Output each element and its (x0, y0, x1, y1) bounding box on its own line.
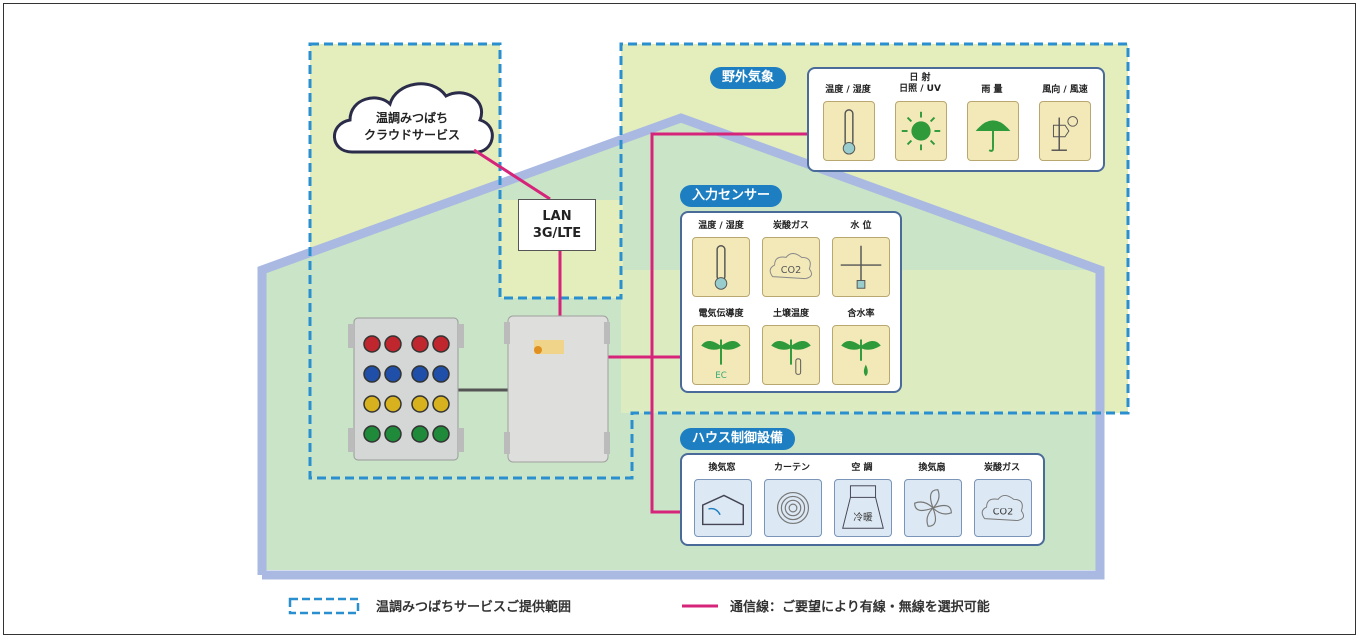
control-panel (348, 317, 464, 461)
co2-text: CO2 (781, 265, 801, 276)
co2-cloud-icon: CO2 (762, 237, 820, 297)
comm-lines (473, 132, 810, 514)
fan-icon (904, 479, 962, 537)
umbrella-icon (967, 101, 1019, 161)
outdoor-item-label-2: 日照 / UV (899, 84, 941, 94)
legend-dashed-swatch (288, 597, 360, 615)
house-item-ac: 空 調 (830, 463, 894, 474)
thermometer-icon (823, 101, 875, 161)
sensor-item-label: 水 位 (850, 221, 872, 231)
air-conditioner-icon: 冷暖 (834, 479, 892, 537)
cloud-shape (333, 82, 494, 154)
house-control-box: 換気窓 カーテン 空 調 換気扇 炭酸ガス 冷暖 CO2 (680, 453, 1045, 546)
house-item-label: 換気扇 (918, 463, 946, 473)
indicator-lamps (363, 335, 450, 443)
ec-text: EC (715, 371, 727, 381)
sensor-item-temp: 温度 / 湿度 (688, 221, 754, 232)
plant-soil-temp-icon (762, 325, 820, 385)
sensor-item-ec: 電気伝導度 (688, 309, 754, 320)
outdoor-item-wind: 風向 / 風速 (1033, 85, 1097, 96)
indicator-lamp (363, 395, 381, 413)
sensor-item-co2: 炭酸ガス (758, 221, 824, 232)
indicator-lamp (432, 365, 450, 383)
indicator-lamp (411, 425, 429, 443)
sensor-item-moisture: 含水率 (828, 309, 894, 320)
indicator-lamp (432, 335, 450, 353)
input-sensors-title: 入力センサー (680, 185, 783, 207)
outdoor-item-label: 風向 / 風速 (1042, 85, 1088, 95)
indicator-lamp (384, 365, 402, 383)
outdoor-item-label: 温度 / 湿度 (825, 85, 871, 95)
sensor-item-water-level: 水 位 (828, 221, 894, 232)
indicator-lamp (411, 335, 429, 353)
thermometer-icon (692, 237, 750, 297)
sensor-item-soil-temp: 土壌温度 (758, 309, 824, 320)
sun-icon (895, 101, 947, 161)
house-outline (257, 113, 1105, 580)
outdoor-weather-box: 温度 / 湿度 日 射 日照 / UV 雨 量 風向 / 風速 (807, 67, 1105, 172)
co2-cloud-icon: CO2 (974, 479, 1032, 537)
sensor-item-label: 含水率 (847, 309, 875, 319)
outdoor-item-temp: 温度 / 湿度 (817, 85, 879, 96)
indicator-lamp (432, 425, 450, 443)
legend-line-swatch (682, 604, 718, 608)
house-item-fan: 換気扇 (900, 463, 964, 474)
indicator-lamp (411, 395, 429, 413)
vent-window-icon (694, 479, 752, 537)
lan-box: LAN 3G/LTE (518, 199, 596, 251)
input-sensors-box: 温度 / 湿度 炭酸ガス 水 位 電気伝導度 土壌温度 含水率 CO2 EC (680, 211, 902, 393)
cloud-label-line2: クラウドサービス (363, 128, 460, 142)
indicator-lamp (363, 425, 381, 443)
outdoor-weather-title: 野外気象 (710, 67, 787, 89)
curtain-spiral-icon (764, 479, 822, 537)
indicator-lamp (384, 335, 402, 353)
house-item-label: カーテン (773, 463, 810, 473)
legend-comm-line: 通信線：ご要望により有線・無線を選択可能 (730, 600, 990, 615)
outdoor-item-label: 雨 量 (981, 85, 1003, 95)
sensor-item-label: 温度 / 湿度 (698, 221, 744, 231)
house-item-label: 換気窓 (708, 463, 736, 473)
sensor-item-label: 土壌温度 (772, 309, 809, 319)
indicator-lamp (363, 335, 381, 353)
outdoor-item-solar: 日 射 日照 / UV (889, 73, 951, 95)
lan-label-line2: 3G/LTE (532, 226, 582, 241)
lan-label-line1: LAN (542, 209, 572, 224)
plant-water-drop-icon (832, 325, 890, 385)
sensor-item-label: 炭酸ガス (772, 221, 809, 231)
outdoor-item-label: 日 射 (909, 73, 931, 83)
indicator-lamp (384, 395, 402, 413)
sensor-item-label: 電気伝導度 (698, 309, 744, 319)
co2-text: CO2 (993, 507, 1013, 518)
controller-box (504, 315, 610, 463)
indicator-lamp (384, 425, 402, 443)
cloud-service-label: 温調みつばち クラウドサービス (332, 110, 492, 144)
house-item-vent: 換気窓 (690, 463, 754, 474)
ac-mode-text: 冷暖 (853, 512, 873, 524)
anemometer-icon (1039, 101, 1091, 161)
outdoor-item-rain: 雨 量 (961, 85, 1023, 96)
indicator-lamp (411, 365, 429, 383)
indicator-lamp (432, 395, 450, 413)
plant-ec-icon: EC (692, 325, 750, 385)
cloud-label-line1: 温調みつばち (375, 111, 448, 125)
water-level-icon (832, 237, 890, 297)
house-control-title: ハウス制御設備 (680, 428, 796, 450)
house-item-curtain: カーテン (760, 463, 824, 474)
legend-service-area: 温調みつばちサービスご提供範囲 (376, 600, 572, 615)
house-item-label: 炭酸ガス (983, 463, 1020, 473)
house-item-label: 空 調 (851, 463, 873, 473)
indicator-lamp (363, 365, 381, 383)
house-item-co2: 炭酸ガス (970, 463, 1034, 474)
